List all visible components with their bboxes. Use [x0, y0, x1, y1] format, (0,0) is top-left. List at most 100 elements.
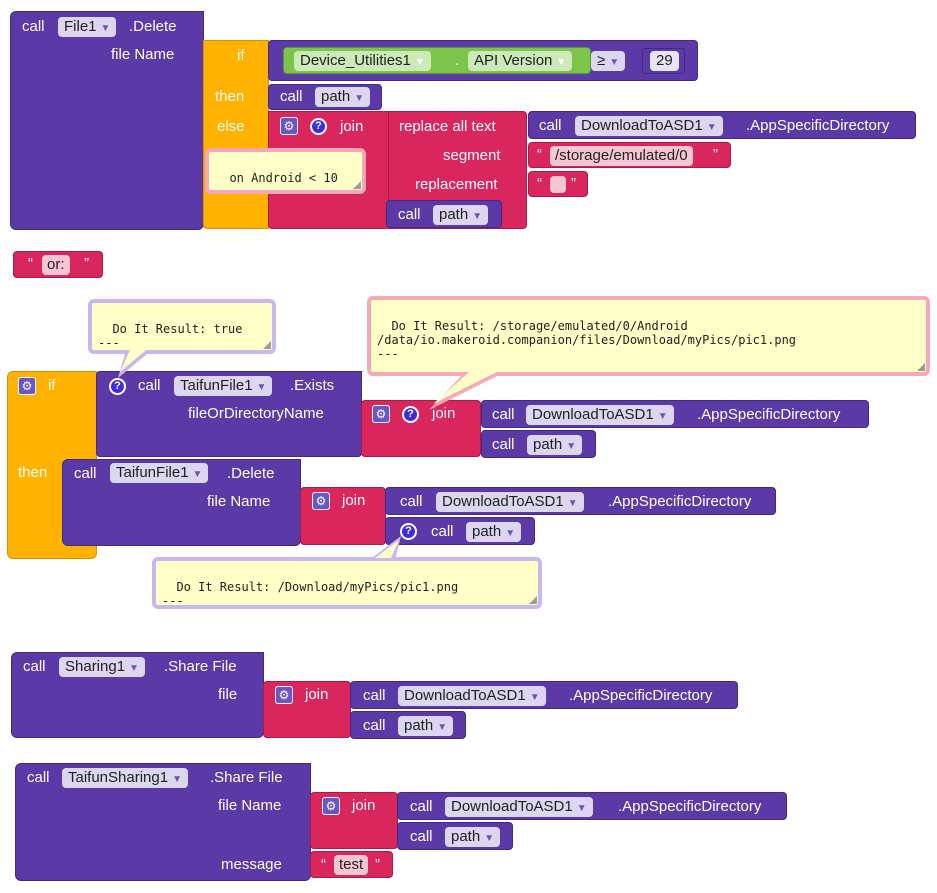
- download-component-name: DownloadToASD1: [532, 406, 654, 423]
- chevron-down-icon: ▼: [567, 498, 578, 509]
- file1-delete-block[interactable]: call File1▼ .Delete file Name: [10, 11, 204, 230]
- if-then-else-block[interactable]: if then else: [203, 40, 269, 229]
- delete-path-block[interactable]: ? call path▼: [385, 517, 535, 545]
- or-string-value[interactable]: or:: [42, 255, 70, 275]
- question-icon[interactable]: ?: [402, 406, 419, 423]
- bubble-pointer: [118, 350, 152, 378]
- number-block[interactable]: 29: [642, 48, 685, 74]
- message-label: message: [221, 856, 282, 873]
- result-bubble-join[interactable]: Do It Result: /storage/emulated/0/Androi…: [367, 296, 930, 376]
- call-label: call: [363, 717, 386, 734]
- bubble-pointer: [429, 372, 505, 410]
- question-icon[interactable]: ?: [310, 118, 327, 135]
- taifun-sharing-download-block[interactable]: call DownloadToASD1▼ .AppSpecificDirecto…: [397, 792, 787, 820]
- exists-join-block[interactable]: ⚙ ? join: [361, 400, 481, 457]
- gear-icon[interactable]: ⚙: [275, 686, 293, 704]
- resize-handle-icon[interactable]: [917, 363, 925, 371]
- device-component-name: Device_Utilities1: [300, 52, 411, 69]
- question-icon[interactable]: ?: [109, 378, 126, 395]
- call-path-block[interactable]: call path▼: [386, 200, 502, 228]
- or-string-block[interactable]: “ or: ”: [13, 251, 103, 278]
- replacement-string-block[interactable]: “ ”: [528, 171, 588, 197]
- chevron-down-icon: ▼: [100, 23, 111, 34]
- gear-icon[interactable]: ⚙: [18, 377, 36, 395]
- replacement-string-value[interactable]: [550, 176, 566, 193]
- message-string-value[interactable]: test: [334, 855, 369, 875]
- property-dropdown[interactable]: API Version▼: [468, 51, 573, 71]
- component-name: TaifunSharing1: [68, 769, 169, 786]
- join-label: join: [432, 405, 456, 422]
- compare-block[interactable]: Device_Utilities1▼ . API Version▼ ≥▼ 29: [268, 40, 698, 81]
- quote-open-icon: “: [28, 255, 33, 272]
- chevron-down-icon: ▼: [529, 692, 540, 703]
- segment-string-value[interactable]: /storage/emulated/0: [550, 146, 693, 166]
- path-dropdown[interactable]: path▼: [445, 827, 501, 847]
- taifun-sharing-join-block[interactable]: ⚙ join: [310, 792, 398, 849]
- replacement-label: replacement: [415, 176, 498, 193]
- chevron-down-icon: ▼: [706, 122, 717, 133]
- path-name: path: [439, 206, 469, 223]
- path-dropdown[interactable]: path▼: [398, 716, 454, 736]
- message-string-block[interactable]: “ test ”: [310, 851, 393, 878]
- device-api-block[interactable]: Device_Utilities1▼ . API Version▼: [283, 47, 591, 74]
- call-label: call: [398, 206, 421, 223]
- call-label: call: [74, 465, 97, 482]
- result-bubble-exists[interactable]: Do It Result: true ---: [88, 299, 276, 354]
- component-name: Sharing1: [65, 658, 126, 675]
- operator-dropdown[interactable]: ≥▼: [591, 51, 626, 71]
- param-label: file Name: [207, 493, 271, 510]
- then-call-path-block[interactable]: call path▼: [268, 84, 382, 110]
- sharing-share-file-block[interactable]: call Sharing1▼ .Share File file: [11, 652, 264, 738]
- path-dropdown[interactable]: path▼: [527, 435, 583, 455]
- component-dropdown[interactable]: TaifunSharing1▼: [62, 768, 188, 788]
- exists-path-block[interactable]: call path▼: [481, 430, 596, 458]
- chevron-down-icon: ▼: [256, 382, 267, 393]
- download-component-dropdown[interactable]: DownloadToASD1▼: [398, 686, 546, 706]
- download-appdir-block[interactable]: call DownloadToASD1▼ .AppSpecificDirecto…: [528, 111, 916, 139]
- delete-join-block[interactable]: ⚙ join: [300, 487, 386, 545]
- exists-download-block[interactable]: call DownloadToASD1▼ .AppSpecificDirecto…: [481, 400, 869, 428]
- download-component-dropdown[interactable]: DownloadToASD1▼: [436, 492, 584, 512]
- taifun-delete-block[interactable]: call TaifunFile1▼ .Delete file Name: [62, 459, 301, 546]
- gear-icon[interactable]: ⚙: [280, 117, 298, 135]
- join-label: join: [305, 686, 329, 703]
- resize-handle-icon[interactable]: [529, 596, 537, 604]
- component-dropdown[interactable]: Sharing1▼: [59, 657, 145, 677]
- quote-close-icon: ”: [713, 146, 718, 163]
- sharing-join-block[interactable]: ⚙ join: [263, 681, 351, 738]
- delete-download-block[interactable]: call DownloadToASD1▼ .AppSpecificDirecto…: [385, 487, 776, 515]
- quote-close-icon: ”: [84, 255, 89, 272]
- device-component-dropdown[interactable]: Device_Utilities1▼: [294, 51, 431, 71]
- segment-string-block[interactable]: “ /storage/emulated/0 ”: [528, 142, 731, 168]
- download-component-name: DownloadToASD1: [581, 117, 703, 134]
- property-name: API Version: [474, 52, 553, 69]
- download-component-dropdown[interactable]: DownloadToASD1▼: [445, 797, 593, 817]
- then-label: then: [215, 88, 245, 105]
- taifun-sharing-path-block[interactable]: call path▼: [397, 822, 513, 850]
- segment-label: segment: [443, 147, 501, 164]
- resize-handle-icon[interactable]: [353, 181, 361, 189]
- path-dropdown[interactable]: path▼: [315, 87, 371, 107]
- gear-icon[interactable]: ⚙: [322, 797, 340, 815]
- download-component-dropdown[interactable]: DownloadToASD1▼: [526, 405, 674, 425]
- result-bubble-path[interactable]: Do It Result: /Download/myPics/pic1.png …: [152, 557, 542, 609]
- gear-icon[interactable]: ⚙: [372, 405, 390, 423]
- exists-call-block[interactable]: ? call TaifunFile1▼ .Exists fileOrDirect…: [96, 371, 362, 457]
- param-label: file Name: [218, 797, 282, 814]
- taifun-sharing-block[interactable]: call TaifunSharing1▼ .Share File file Na…: [15, 763, 311, 881]
- comment-bubble[interactable]: on Android < 10: [205, 148, 366, 194]
- path-dropdown[interactable]: path▼: [433, 205, 489, 225]
- sharing-download-block[interactable]: call DownloadToASD1▼ .AppSpecificDirecto…: [350, 681, 738, 709]
- number-value[interactable]: 29: [650, 51, 679, 71]
- sharing-path-block[interactable]: call path▼: [350, 711, 466, 739]
- component-dropdown[interactable]: TaifunFile1▼: [110, 463, 209, 483]
- resize-handle-icon[interactable]: [263, 341, 271, 349]
- question-icon[interactable]: ?: [400, 523, 417, 540]
- component-dropdown[interactable]: TaifunFile1▼: [174, 376, 273, 396]
- component-dropdown[interactable]: File1▼: [58, 17, 117, 37]
- path-dropdown[interactable]: path▼: [466, 522, 522, 542]
- gear-icon[interactable]: ⚙: [312, 492, 330, 510]
- chevron-down-icon: ▼: [129, 663, 139, 674]
- call-label: call: [27, 769, 50, 786]
- download-component-dropdown[interactable]: DownloadToASD1▼: [575, 116, 723, 136]
